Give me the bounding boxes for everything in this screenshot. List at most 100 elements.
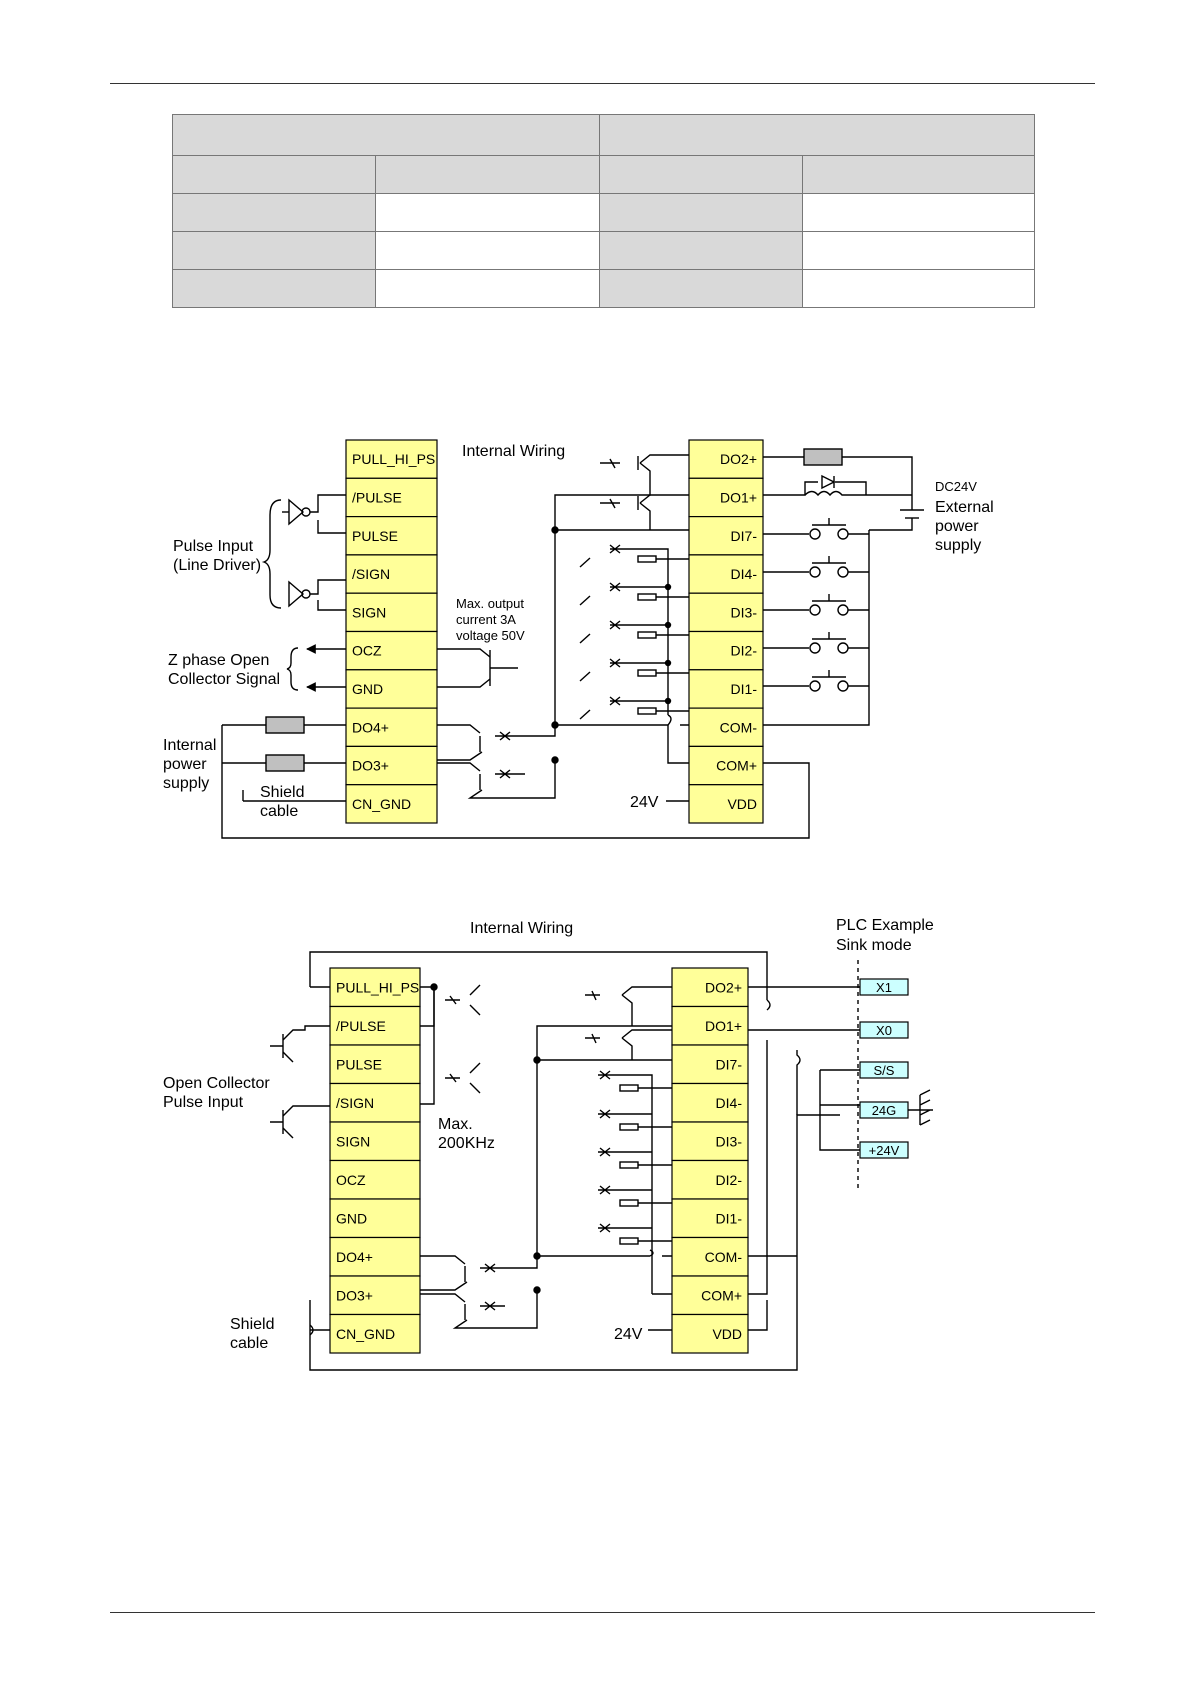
battery-icon: [869, 509, 924, 531]
table-header-cell: [599, 114, 1035, 156]
pin-cell: [329, 1275, 421, 1316]
pin-cell: [688, 477, 764, 518]
pin-label: GND: [352, 681, 383, 697]
di-input-optocoupler-icon: [579, 544, 689, 715]
pin-cell: [671, 1159, 749, 1200]
npn-transistor-icon: [270, 1025, 330, 1063]
d2-title: Internal Wiring: [470, 920, 573, 937]
do-output-transistor-icon: [585, 986, 672, 1026]
line-driver-icon: [282, 494, 346, 534]
d1-dc24v-label: DC24V: [935, 479, 977, 494]
d2-24v-label: 24V: [614, 1326, 643, 1343]
pin-label: DO4+: [352, 719, 389, 735]
plc-terminal-label: X0: [876, 1023, 892, 1038]
d2-right-connector: DO2+DO1+DI7-DI4-DI3-DI2-DI1-COM-COM+VDD: [671, 967, 749, 1354]
resistor-icon: [265, 754, 305, 772]
pin-label: DO2+: [720, 451, 757, 467]
pin-cell: [688, 630, 764, 671]
table-cell: [802, 155, 1035, 194]
d2-open-collector-label: Open Collector: [163, 1075, 270, 1092]
di-input-optocoupler-icon: [598, 1070, 672, 1294]
pin-cell: [329, 1082, 421, 1123]
pin-cell: [688, 707, 764, 747]
diagram-1: Internal Wiring Pulse Input (Line Driver…: [163, 439, 994, 839]
resistor-icon: [265, 716, 305, 734]
pin-label: DO2+: [705, 979, 742, 995]
d1-input-switches: [763, 518, 869, 692]
di-input-optocoupler-icon: [579, 582, 689, 606]
table-cell: [172, 155, 376, 194]
pin-label: COM+: [716, 758, 757, 774]
d1-pulse-input-label: (Line Driver): [173, 557, 261, 574]
pin-cell: [329, 1236, 421, 1277]
pin-label: COM-: [705, 1249, 743, 1265]
brace-icon: [261, 499, 282, 609]
table-cell: [172, 231, 376, 270]
pushbutton-switch-icon: [763, 556, 869, 578]
pin-label: PULL_HI_PS: [352, 451, 435, 467]
pin-cell: [345, 439, 438, 479]
footer-rule: [110, 1612, 1095, 1613]
di-input-optocoupler-icon: [598, 1109, 672, 1131]
pin-label: COM-: [720, 719, 758, 735]
table-cell: [375, 193, 600, 232]
pin-label: /PULSE: [336, 1018, 386, 1034]
pin-label: OCZ: [336, 1172, 366, 1188]
plc-terminal-label: X1: [876, 980, 892, 995]
optocoupler-icon: [445, 1062, 481, 1094]
relay-diode-icon: [763, 474, 912, 497]
pin-label: GND: [336, 1210, 367, 1226]
pin-label: DI4-: [716, 1095, 743, 1111]
di-input-optocoupler-icon: [598, 1147, 672, 1169]
pin-label: DI3-: [731, 604, 758, 620]
pin-cell: [345, 707, 438, 747]
d2-max-freq-label: 200KHz: [438, 1135, 495, 1152]
table-cell: [375, 269, 600, 308]
pin-cell: [671, 1275, 749, 1316]
d1-external-power-label: External: [935, 499, 994, 516]
output-transistor-icon: [437, 648, 518, 688]
table-cell: [802, 231, 1035, 270]
plc-terminal: [859, 1061, 909, 1079]
pin-cell: [329, 1121, 421, 1162]
plc-terminal-label: 24G: [872, 1103, 897, 1118]
d1-title: Internal Wiring: [462, 443, 565, 460]
pin-cell: [688, 554, 764, 594]
pin-label: CN_GND: [352, 796, 411, 812]
pin-label: VDD: [712, 1326, 742, 1342]
pin-label: PULL_HI_PS: [336, 979, 419, 995]
d1-right-connector: DO2+DO1+DI7-DI4-DI3-DI2-DI1-COM-COM+VDD: [688, 439, 764, 824]
header-rule: [110, 83, 1095, 84]
do-output-transistor-icon: [554, 454, 689, 530]
resistor-icon: [803, 448, 843, 466]
d1-internal-power-label: power: [163, 756, 207, 773]
pin-label: DO1+: [705, 1018, 742, 1034]
pin-label: DI1-: [716, 1210, 743, 1226]
pin-label: /PULSE: [352, 489, 402, 505]
pin-label: DI1-: [731, 681, 758, 697]
pin-label: DO1+: [720, 489, 757, 505]
pin-cell: [329, 1044, 421, 1085]
pin-label: VDD: [727, 796, 757, 812]
table-cell: [802, 269, 1035, 308]
di-input-optocoupler-icon: [598, 1185, 672, 1207]
optocoupler-icon: [420, 1290, 538, 1329]
optocoupler-icon: [437, 724, 525, 761]
d1-z-phase-label: Z phase Open: [168, 652, 269, 669]
table-header-cell: [172, 114, 600, 156]
pin-cell: [345, 554, 438, 594]
npn-transistor-icon: [270, 1105, 330, 1139]
header-table: [172, 114, 1035, 308]
pin-cell: [671, 1044, 749, 1085]
table-cell: [375, 231, 600, 270]
d2-max-freq-label: Max.: [438, 1116, 473, 1133]
d1-z-phase-label: Collector Signal: [168, 671, 280, 688]
d1-max-output-label: current 3A: [456, 612, 516, 627]
table-cell: [599, 269, 803, 308]
d2-left-connector: PULL_HI_PS/PULSEPULSE/SIGNSIGNOCZGNDDO4+…: [329, 967, 421, 1354]
di-input-optocoupler-icon: [579, 658, 689, 682]
d2-plc-label: Sink mode: [836, 937, 912, 954]
brace-icon: [286, 647, 299, 691]
